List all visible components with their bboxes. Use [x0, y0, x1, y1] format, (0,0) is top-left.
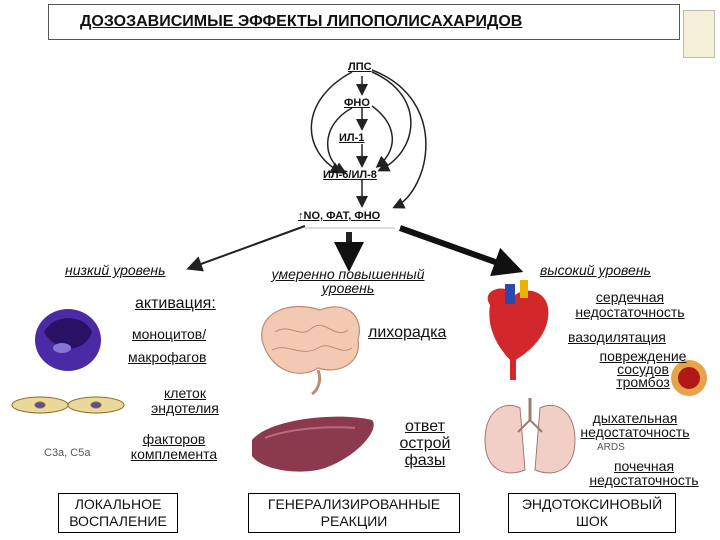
- level-high: высокий уровень: [540, 262, 651, 278]
- label-macrophages: макрофагов: [128, 349, 207, 365]
- label-il6-il8: ИЛ-6/ИЛ-8: [323, 169, 377, 181]
- cascade-arrows: [310, 69, 427, 209]
- label-fno: ФНО: [344, 97, 370, 109]
- monocyte-illustration: [35, 309, 101, 371]
- curve-fno-il6-right: [371, 105, 393, 168]
- corner-thumbnail: [683, 10, 715, 58]
- curve-lps-no: [371, 69, 427, 209]
- curve-lps-il6-left: [310, 71, 353, 174]
- level-low: низкий уровень: [65, 262, 166, 278]
- page-title: ДОЗОЗАВИСИМЫЕ ЭФФЕКТЫ ЛИПОПОЛИСАХАРИДОВ: [80, 13, 523, 30]
- brain-illustration: [261, 305, 360, 396]
- title-frame: [48, 4, 680, 40]
- curve-lps-il6: [371, 71, 412, 172]
- vessel-thrombosis-illustration: [671, 360, 707, 396]
- liver-illustration: [252, 416, 374, 472]
- label-no-fat-fno: ↑NO, ФАТ, ФНО: [298, 210, 381, 222]
- label-lps: ЛПС: [348, 61, 372, 73]
- up-arrow-icon: ↑: [298, 210, 304, 222]
- label-monocytes: моноцитов/: [132, 326, 207, 342]
- label-fever: лихорадка: [368, 324, 447, 341]
- endothelial-cells-illustration: [11, 396, 125, 414]
- curve-fno-il6: [327, 107, 353, 174]
- lungs-illustration: [484, 398, 576, 474]
- label-vasodilation: вазодилятация: [568, 329, 666, 345]
- label-il1: ИЛ-1: [339, 132, 365, 144]
- arrow-to-high: [398, 225, 524, 277]
- arrow-to-low: [186, 225, 306, 272]
- label-ards: ARDS: [597, 442, 625, 453]
- label-activation: активация:: [135, 295, 216, 312]
- heart-illustration: [487, 280, 549, 380]
- label-c3a-c5a: C3a, C5a: [44, 447, 91, 459]
